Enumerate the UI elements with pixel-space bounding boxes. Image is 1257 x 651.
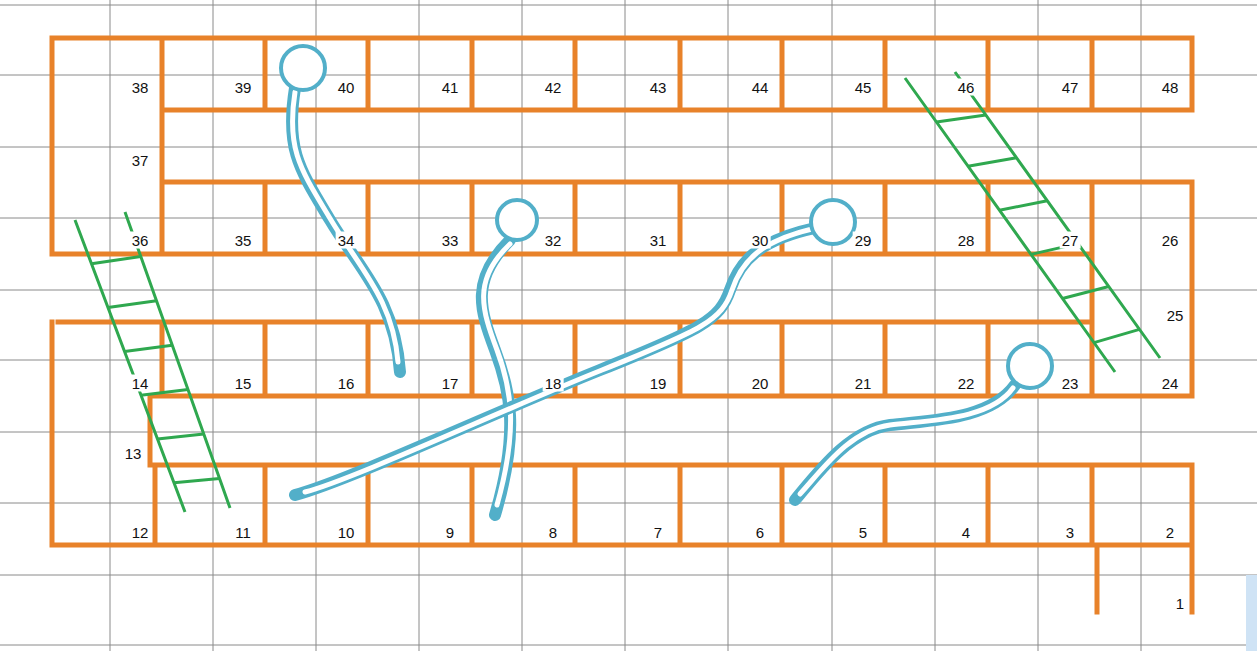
cell-number: 36 (130, 232, 151, 249)
cell-number: 14 (130, 375, 151, 392)
snake-body (292, 92, 398, 362)
ladder-rungs (92, 115, 1140, 483)
cell-number: 17 (440, 375, 461, 392)
cell-number: 13 (123, 445, 144, 462)
cell-number: 15 (233, 375, 254, 392)
cell-number: 1 (1174, 595, 1186, 612)
cell-number: 45 (853, 79, 874, 96)
cell-number: 23 (1060, 375, 1081, 392)
snake (281, 46, 400, 372)
cell-number: 33 (440, 232, 461, 249)
cell-number: 48 (1160, 79, 1181, 96)
cell-number: 40 (336, 79, 357, 96)
snake-head (811, 200, 855, 244)
cell-number: 38 (130, 79, 151, 96)
cell-number: 42 (543, 79, 564, 96)
snake-body (305, 229, 812, 492)
snake-head (281, 46, 325, 90)
cell-number: 29 (853, 232, 874, 249)
cell-number: 46 (956, 79, 977, 96)
cell-number: 5 (857, 524, 869, 541)
cell-number: 20 (750, 375, 771, 392)
ladder-rails (75, 72, 1160, 512)
cell-number: 37 (130, 152, 151, 169)
snake-head (497, 200, 537, 240)
snake (795, 344, 1052, 500)
cell-number: 2 (1164, 524, 1176, 541)
cell-number: 18 (543, 375, 564, 392)
cell-number: 32 (543, 232, 564, 249)
cell-number: 9 (444, 524, 456, 541)
cell-number: 4 (960, 524, 972, 541)
cell-number: 22 (956, 375, 977, 392)
cell-number: 26 (1160, 232, 1181, 249)
cell-number: 3 (1064, 524, 1076, 541)
corner-strip (1246, 575, 1257, 651)
cell-number: 6 (754, 524, 766, 541)
cell-number: 19 (648, 375, 669, 392)
cell-number: 31 (648, 232, 669, 249)
cell-number: 11 (233, 524, 253, 541)
cell-number: 30 (750, 232, 771, 249)
snake (482, 200, 537, 515)
cell-number: 10 (336, 524, 357, 541)
cell-number: 16 (336, 375, 357, 392)
cell-number: 12 (130, 524, 151, 541)
cell-number: 24 (1160, 375, 1181, 392)
cell-number: 7 (652, 524, 664, 541)
snake-body (795, 385, 1015, 500)
cell-number: 41 (440, 79, 461, 96)
snake-body (295, 228, 815, 495)
cell-number: 34 (336, 232, 357, 249)
cell-number: 8 (547, 524, 559, 541)
snake-head (1008, 344, 1052, 388)
cell-number: 39 (233, 79, 254, 96)
cell-number: 44 (750, 79, 771, 96)
snake-body (800, 388, 1013, 494)
snake-body (292, 88, 400, 372)
cell-number: 27 (1060, 232, 1081, 249)
cell-number: 47 (1060, 79, 1081, 96)
snake-body (484, 244, 511, 505)
snake (295, 200, 855, 495)
cell-number: 25 (1165, 307, 1186, 324)
snake-body (482, 240, 510, 515)
board-track (52, 38, 1192, 612)
cell-number: 35 (233, 232, 254, 249)
cell-number: 43 (648, 79, 669, 96)
cell-number: 21 (853, 375, 874, 392)
cell-number: 28 (956, 232, 977, 249)
